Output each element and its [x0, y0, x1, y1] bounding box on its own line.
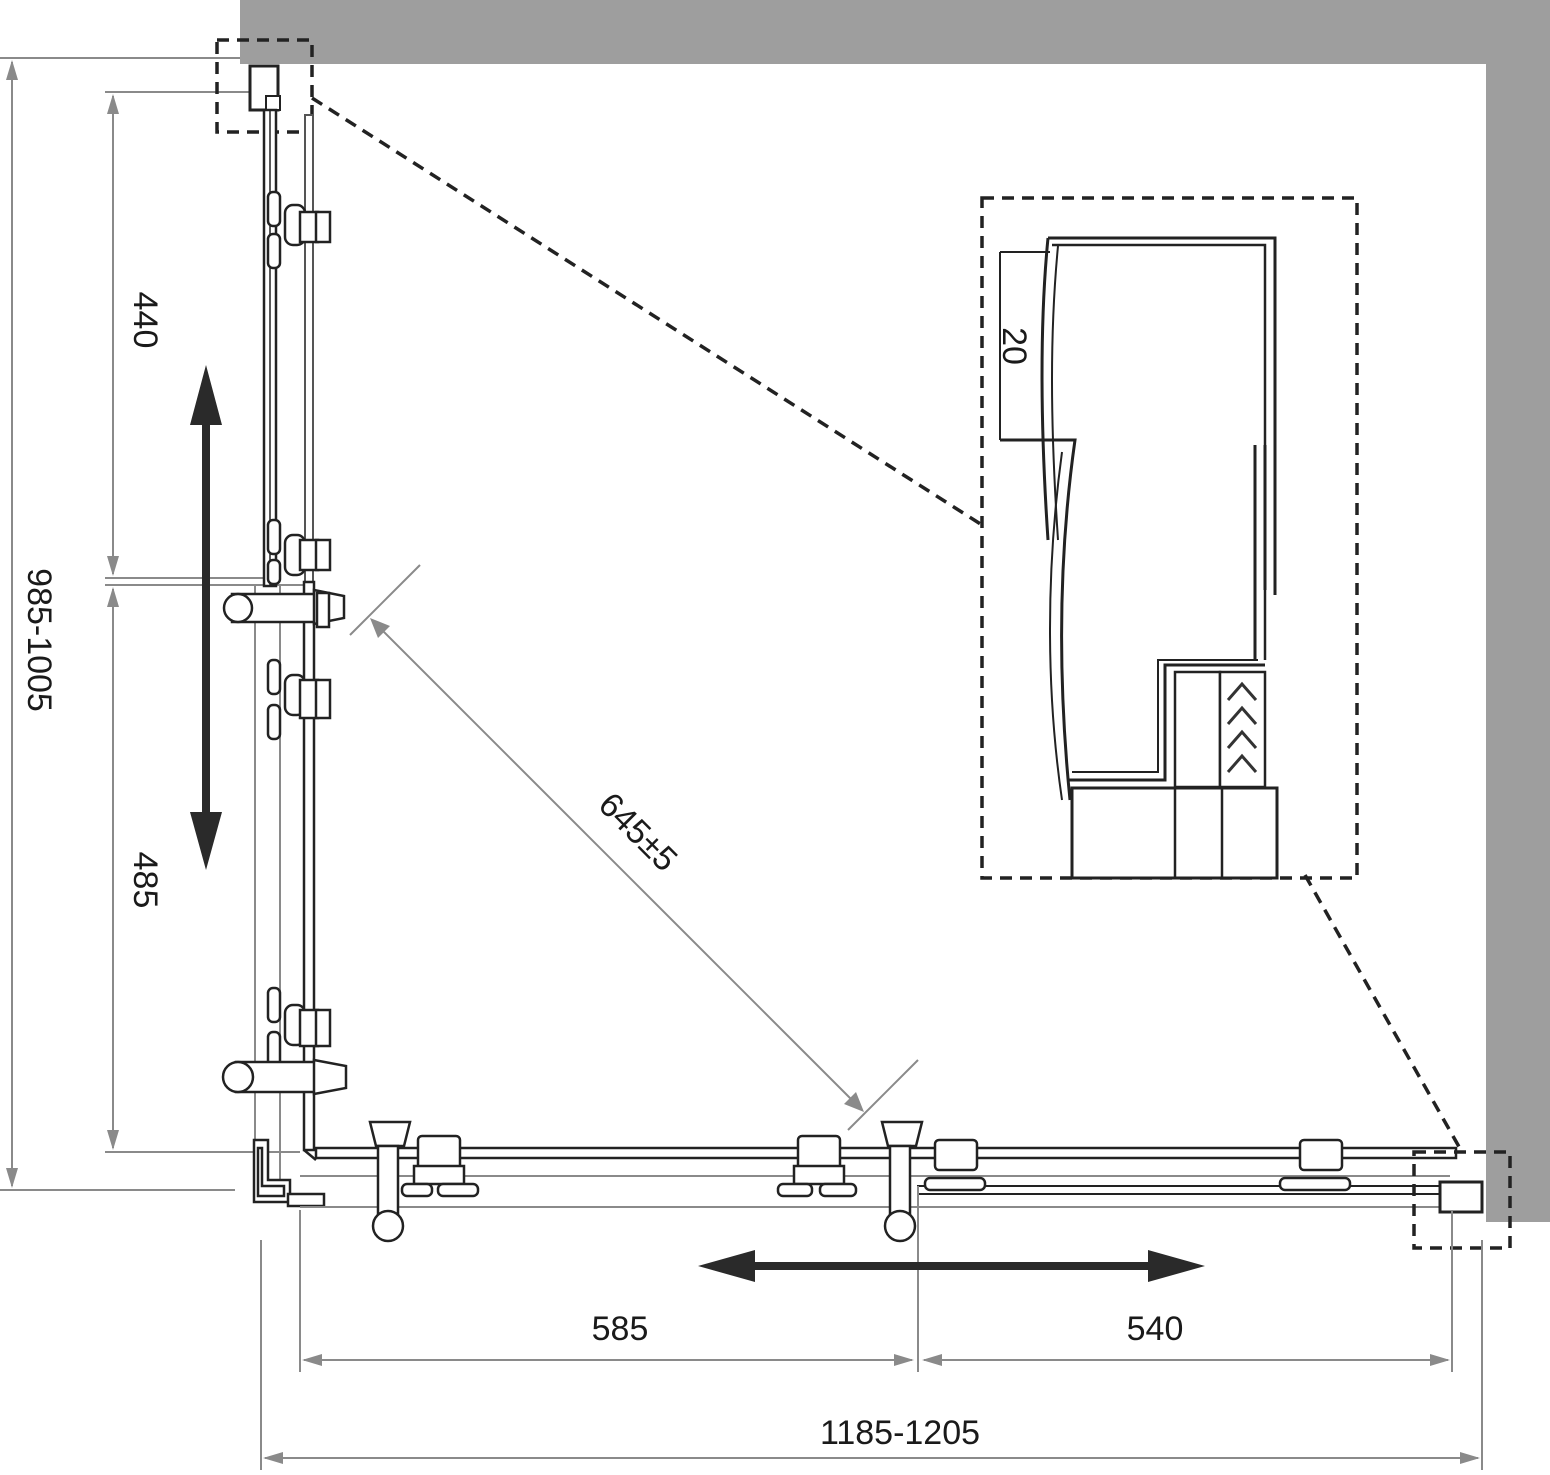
right-wall	[1486, 0, 1550, 1222]
horizontal-slide-arrow	[698, 1250, 1205, 1282]
dim-lower-panel: 485	[126, 852, 164, 909]
profile-detail-inset: 20	[980, 196, 1359, 880]
bottom-dimensions: 585 540 1185-1205	[260, 1186, 1483, 1470]
walls	[240, 0, 1550, 1222]
dim-upper-panel: 440	[126, 292, 164, 349]
dim-bottom-left: 585	[592, 1310, 649, 1348]
dim-bottom-right: 540	[1127, 1310, 1184, 1348]
top-left-profile-box	[215, 38, 314, 134]
top-wall	[240, 0, 1550, 64]
left-dimensions: 985-1005 440 485	[0, 57, 308, 1191]
dim-detail-height: 20	[995, 327, 1033, 365]
bottom-right-profile-box	[1412, 1150, 1512, 1250]
detail-leader-top	[311, 96, 983, 527]
vertical-slide-arrow	[190, 365, 222, 870]
bottom-glass-assembly	[300, 1120, 1512, 1250]
dim-left-total: 985-1005	[20, 568, 58, 712]
dim-diagonal: 645±5	[591, 785, 685, 879]
detail-leader-bottom	[1303, 874, 1464, 1153]
left-glass-assembly	[215, 38, 348, 1208]
diagonal-dimension: 645±5	[349, 564, 919, 1131]
dim-bottom-total: 1185-1205	[820, 1414, 980, 1452]
